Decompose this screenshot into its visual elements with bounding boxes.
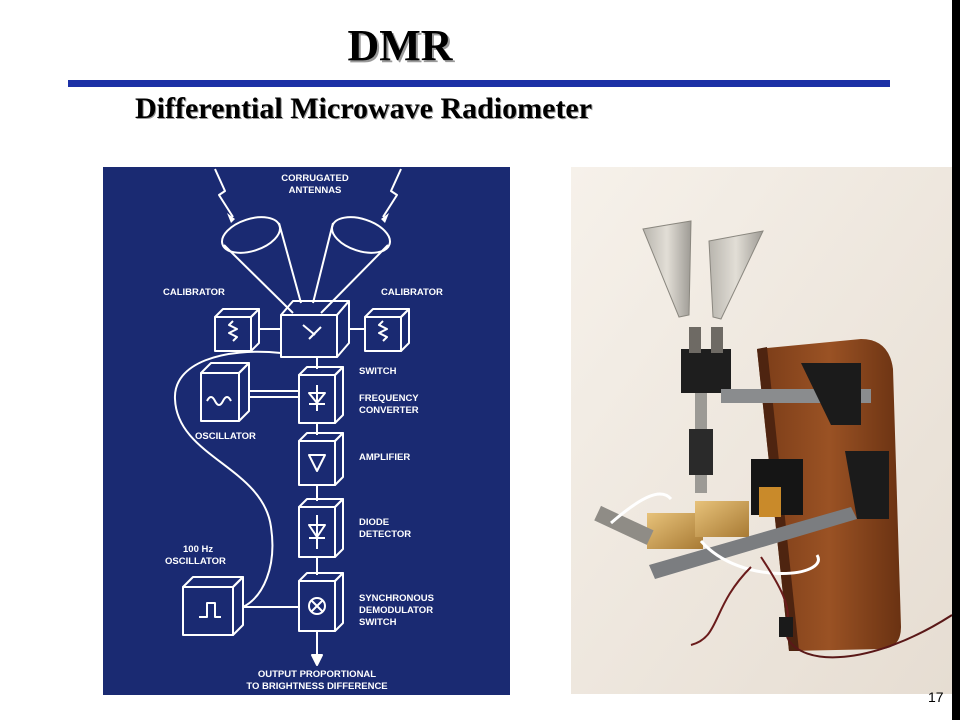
label-oscillator: OSCILLATOR bbox=[195, 431, 256, 442]
label-sync-2: DEMODULATOR bbox=[359, 605, 433, 616]
horn-antenna-left bbox=[221, 216, 302, 314]
diode-detector-block bbox=[298, 498, 344, 558]
radiation-ray-left bbox=[214, 168, 234, 218]
label-antennas-2: ANTENNAS bbox=[289, 185, 342, 196]
calibrator-left bbox=[214, 308, 281, 352]
horn-right-photo bbox=[708, 230, 764, 320]
oscillator-block bbox=[200, 362, 299, 422]
block-diagram: CORRUGATED ANTENNAS CALIBRATOR CALIBRATO… bbox=[103, 167, 510, 695]
horn-left-photo bbox=[642, 220, 692, 318]
block-diagram-svg: CORRUGATED ANTENNAS CALIBRATOR CALIBRATO… bbox=[163, 168, 443, 692]
slide-subtitle: Differential Microwave Radiometer bbox=[135, 92, 593, 125]
switch-box bbox=[280, 300, 350, 358]
label-amplifier: AMPLIFIER bbox=[359, 452, 410, 463]
label-frequency-2: CONVERTER bbox=[359, 405, 419, 416]
label-output-1: OUTPUT PROPORTIONAL bbox=[258, 669, 376, 680]
label-switch: SWITCH bbox=[359, 366, 397, 377]
switch-control-wire bbox=[173, 350, 282, 608]
label-sync-3: SWITCH bbox=[359, 617, 397, 628]
slide-title: DMR bbox=[347, 21, 453, 70]
label-frequency-1: FREQUENCY bbox=[359, 393, 419, 404]
label-antennas-1: CORRUGATED bbox=[281, 173, 349, 184]
synchronous-demodulator-block bbox=[298, 572, 344, 632]
frequency-converter-block bbox=[298, 366, 344, 424]
label-diode-1: DIODE bbox=[359, 517, 389, 528]
hardware-photo bbox=[571, 167, 952, 694]
amplifier-block bbox=[298, 432, 344, 486]
radiation-ray-right bbox=[382, 168, 402, 218]
oscillator-100hz-block bbox=[182, 576, 299, 636]
title-rule bbox=[68, 80, 890, 87]
page-number: 17 bbox=[928, 689, 944, 705]
label-calibrator-right: CALIBRATOR bbox=[381, 287, 443, 298]
label-sync-1: SYNCHRONOUS bbox=[359, 593, 434, 604]
label-100hz-2: OSCILLATOR bbox=[165, 556, 226, 567]
calibrator-right bbox=[349, 308, 410, 352]
slide-edge bbox=[952, 0, 960, 720]
label-calibrator-left: CALIBRATOR bbox=[163, 287, 225, 298]
label-output-2: TO BRIGHTNESS DIFFERENCE bbox=[246, 681, 387, 692]
hardware-photo-svg bbox=[571, 167, 952, 694]
label-100hz-1: 100 Hz bbox=[183, 544, 213, 555]
label-diode-2: DETECTOR bbox=[359, 529, 411, 540]
